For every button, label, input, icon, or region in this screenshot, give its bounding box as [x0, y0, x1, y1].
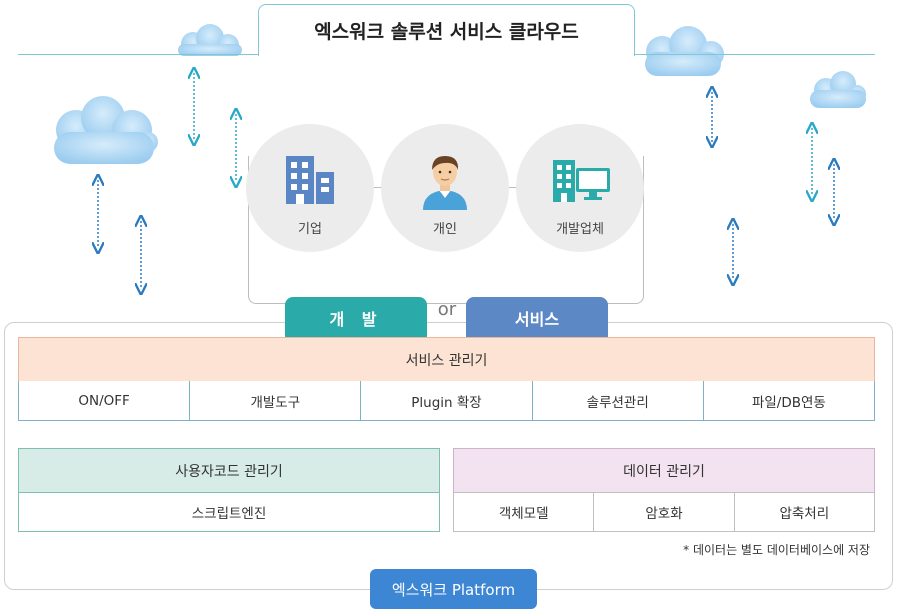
actor-enterprise: 기업: [246, 124, 374, 252]
data-item-compression: 압축처리: [734, 493, 874, 531]
building-icon: [286, 156, 334, 204]
user-code-manager-header: 사용자코드 관리기: [18, 448, 440, 493]
tab-development[interactable]: 개 발: [285, 297, 427, 339]
cloud-icon: [54, 96, 158, 164]
user-code-item-script-engine: 스크립트엔진: [18, 492, 440, 532]
storage-note: * 데이터는 별도 데이터베이스에 저장: [683, 543, 870, 557]
actor-label: 기업: [298, 222, 322, 237]
data-manager-items: 객체모델 암호화 압축처리: [453, 492, 875, 532]
cloud-icon: [178, 24, 242, 56]
service-manager-header: 서비스 관리기: [18, 337, 875, 382]
actor-label: 개발업체: [556, 222, 604, 237]
service-item-plugin: Plugin 확장: [361, 381, 533, 420]
data-manager-header: 데이터 관리기: [453, 448, 875, 493]
connector-line: [374, 187, 384, 188]
building-monitor-icon: [553, 160, 610, 202]
actor-panel: [248, 156, 644, 304]
page-title: 엑스워크 솔루션 서비스 클라우드: [258, 4, 635, 56]
data-item-object-model: 객체모델: [454, 493, 595, 531]
platform-label: 엑스워크 Platform: [370, 569, 537, 609]
person-icon: [423, 156, 467, 210]
cloud-icon: [810, 71, 866, 108]
or-label: or: [437, 299, 457, 320]
actor-label: 개인: [433, 222, 457, 237]
actor-individual: 개인: [381, 124, 509, 252]
actor-developer: 개발업체: [516, 124, 644, 252]
service-item-file-db: 파일/DB연동: [703, 381, 875, 420]
cloud-icon: [645, 26, 724, 76]
service-manager-items: ON/OFF 개발도구 Plugin 확장 솔루션관리 파일/DB연동: [18, 381, 875, 421]
service-item-dev-tools: 개발도구: [190, 381, 362, 420]
service-item-on-off: ON/OFF: [19, 381, 191, 420]
data-item-encryption: 암호화: [594, 493, 735, 531]
connector-line: [509, 187, 519, 188]
service-item-solution-mgmt: 솔루션관리: [532, 381, 704, 420]
tab-service[interactable]: 서비스: [466, 297, 608, 339]
